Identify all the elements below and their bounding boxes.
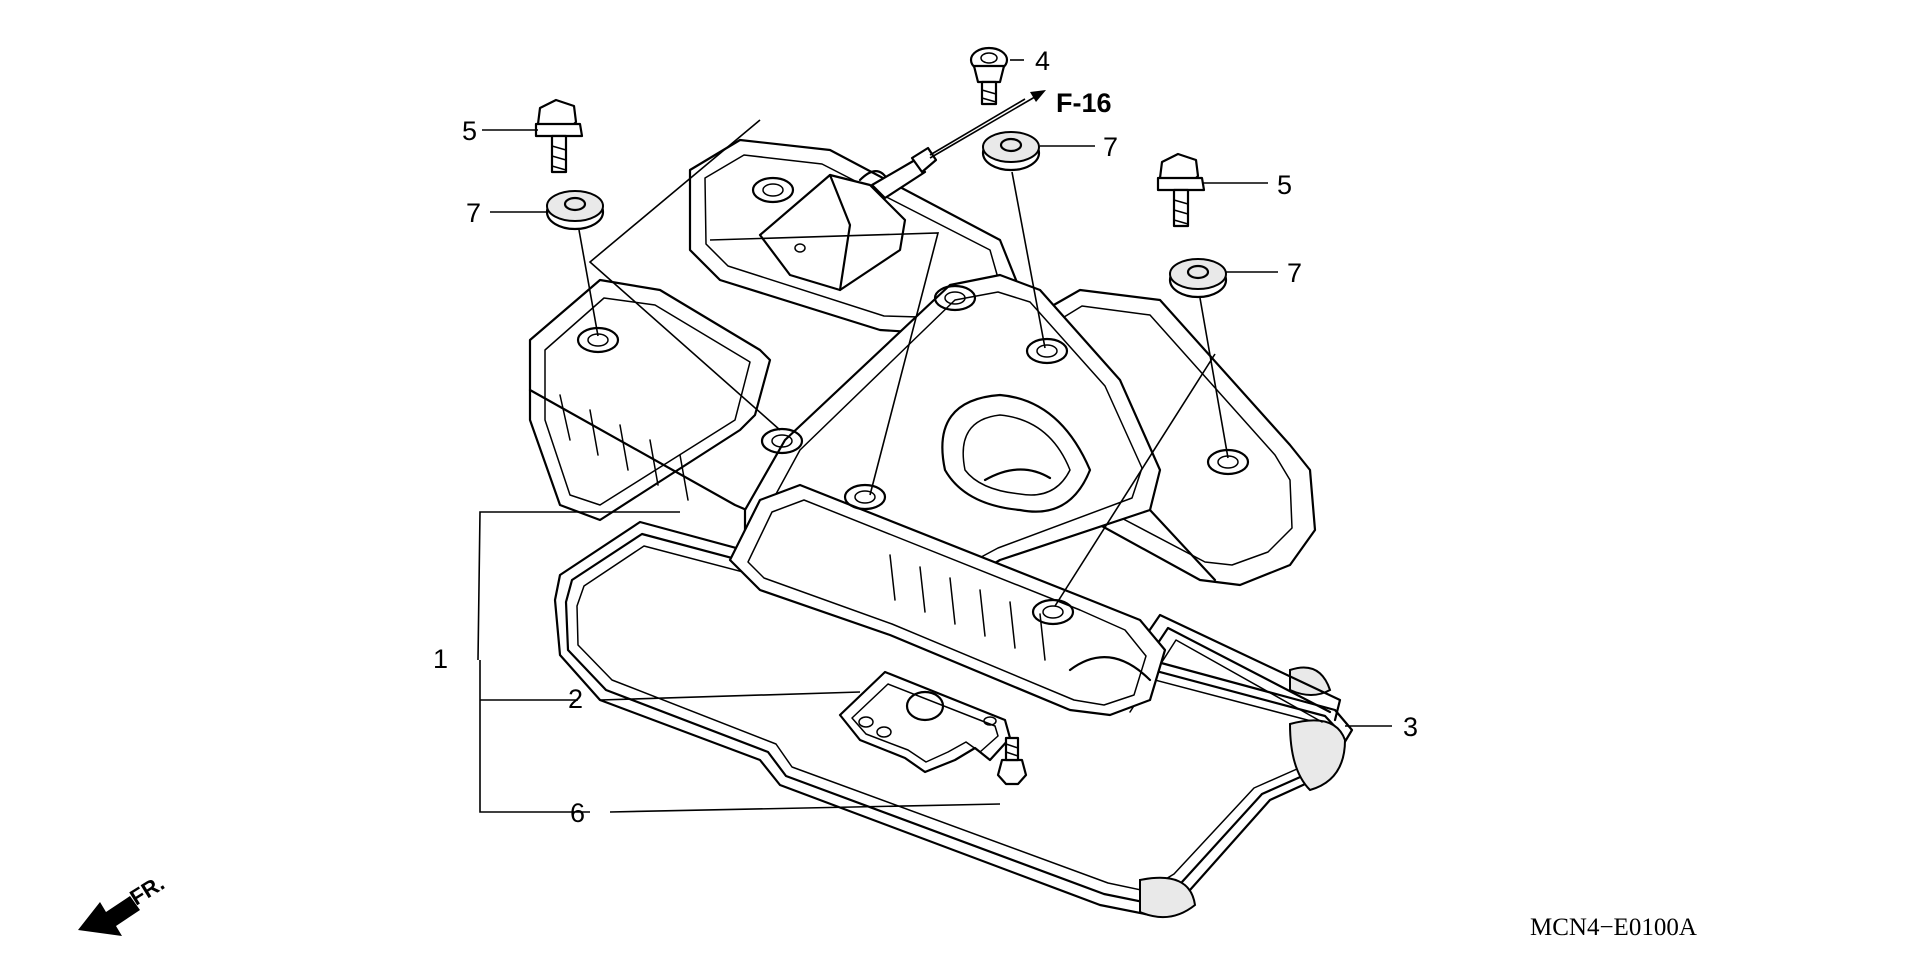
callout-1: 1 <box>433 644 448 674</box>
bolt-hole <box>760 427 804 455</box>
washer-right <box>1168 258 1228 299</box>
assembly-lines <box>578 98 1229 607</box>
reference-f16: F-16 <box>1056 88 1112 118</box>
callout-7-right: 7 <box>1287 258 1302 288</box>
head-cover-gasket <box>553 520 1354 919</box>
bolt-hole <box>751 176 795 204</box>
small-bolt <box>996 736 1028 786</box>
bolt-hole <box>1031 598 1075 626</box>
washer-left <box>545 190 605 231</box>
special-bolt <box>969 46 1009 106</box>
callout-leaders <box>477 59 1392 813</box>
callout-7-upper: 7 <box>1103 132 1118 162</box>
washer-upper-middle <box>981 131 1041 172</box>
drawing-code: MCN4−E0100A <box>1530 914 1697 941</box>
bolt-hole <box>1025 337 1069 365</box>
front-direction-arrow: FR. <box>78 870 169 936</box>
cylinder-head-cover <box>528 138 1317 717</box>
reference-arrow <box>929 90 1046 159</box>
callout-4: 4 <box>1035 46 1050 76</box>
callout-7-left: 7 <box>466 198 481 228</box>
callout-6: 6 <box>570 798 585 828</box>
bolt-hole <box>933 284 977 312</box>
breather-plate <box>838 670 1012 774</box>
breather-housing <box>758 146 938 292</box>
callout-5-right: 5 <box>1277 170 1292 200</box>
bolt-hole <box>843 483 887 511</box>
flange-bolt-left <box>534 98 584 174</box>
callout-3: 3 <box>1403 712 1418 742</box>
flange-bolt-right <box>1156 152 1206 228</box>
callout-2: 2 <box>568 684 583 714</box>
callout-5-left: 5 <box>462 116 477 146</box>
